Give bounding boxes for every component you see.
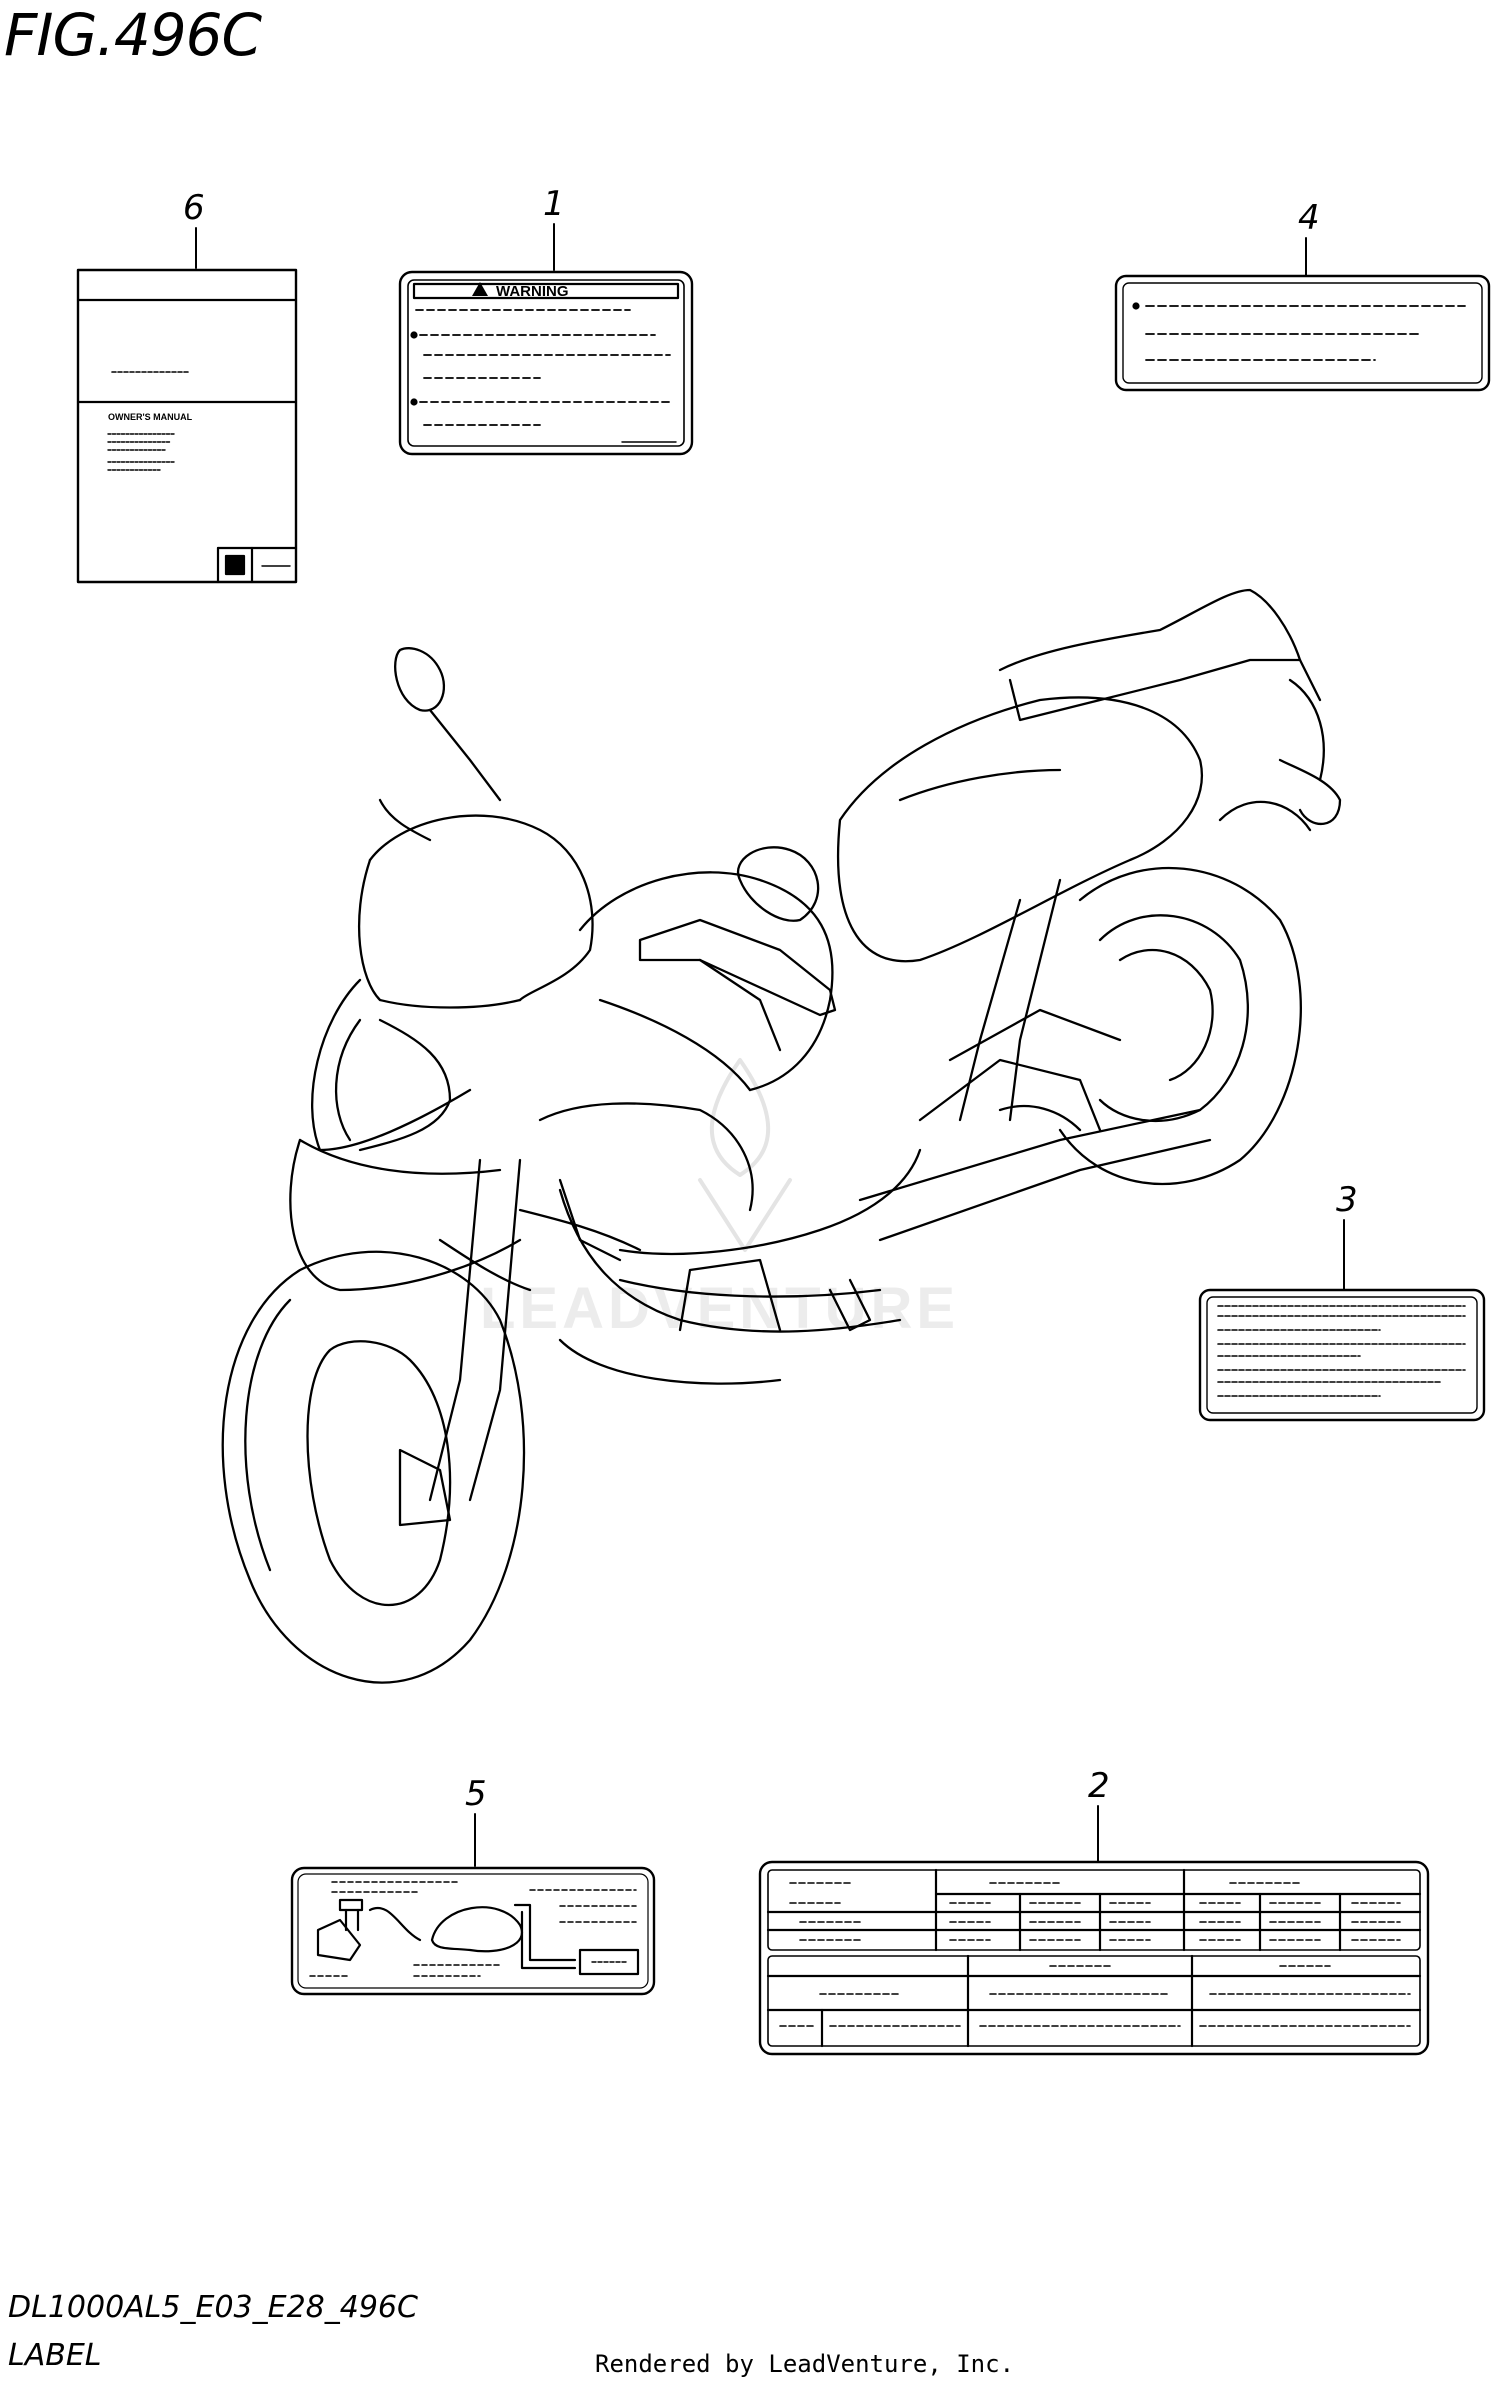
callout-4[interactable]: 4 [1298, 198, 1320, 238]
leader-lines [195, 223, 1345, 1867]
label-5[interactable] [290, 1866, 656, 1996]
callout-2[interactable]: 2 [1088, 1766, 1110, 1806]
page-label: LABEL [8, 2338, 102, 2373]
warning-heading: WARNING [496, 283, 569, 300]
warning-triangle-icon [472, 282, 488, 296]
label-4[interactable] [1114, 274, 1491, 392]
label-3[interactable] [1198, 1288, 1486, 1422]
owners-manual-label[interactable]: OWNER'S MANUAL [76, 268, 298, 584]
model-code: DL1000AL5_E03_E28_496C [8, 2290, 418, 2325]
owners-manual-heading: OWNER'S MANUAL [108, 412, 193, 422]
callout-5[interactable]: 5 [465, 1774, 487, 1814]
watermark-logo: LEADVENTURE [480, 1058, 959, 1341]
motorcycle-illustration [221, 588, 1342, 1684]
footer-credit: Rendered by LeadVenture, Inc. [595, 2350, 1015, 2378]
suzuki-logo-icon [224, 554, 246, 576]
callout-3[interactable]: 3 [1336, 1180, 1358, 1220]
figure-title: FIG.496C [4, 1, 262, 69]
callout-1[interactable]: 1 [543, 184, 565, 224]
callout-6[interactable]: 6 [183, 188, 205, 228]
watermark-text: LEADVENTURE [480, 1276, 959, 1341]
warning-label[interactable]: WARNING [398, 270, 694, 456]
label-2-table[interactable] [758, 1860, 1430, 2056]
